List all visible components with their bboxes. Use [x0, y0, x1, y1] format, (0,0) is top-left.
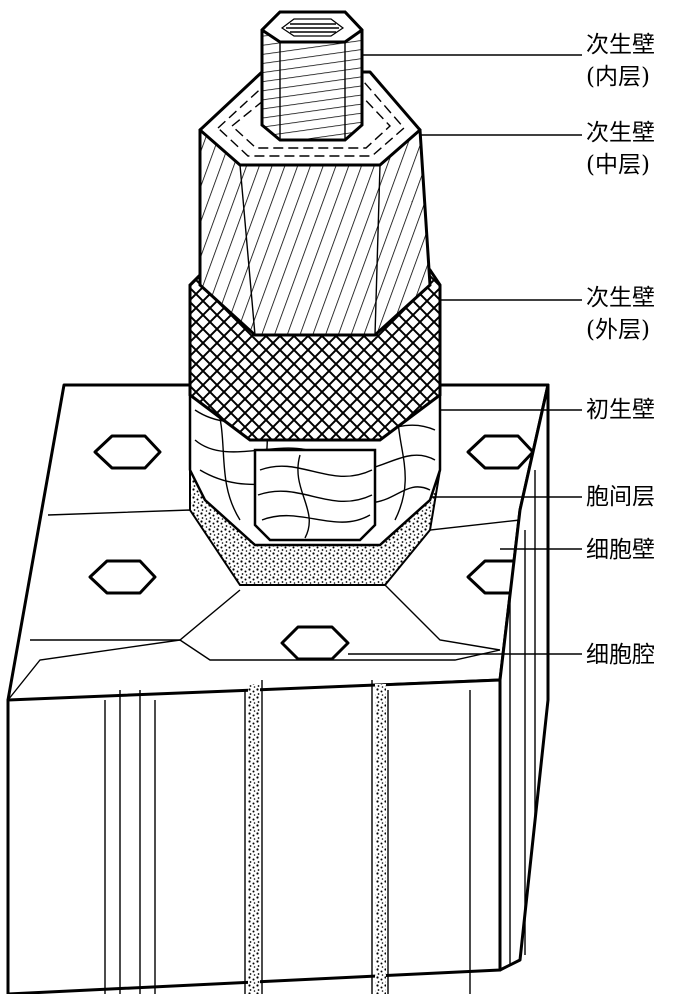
block-front-face	[6, 678, 502, 994]
label-secondary-outer-line1: 次生壁	[586, 285, 655, 311]
label-secondary-middle-line1: 次生壁	[586, 120, 655, 146]
lumen-hex-upper-left	[93, 434, 162, 470]
lumen-hex-upper-right	[466, 434, 535, 470]
labels: 次生壁 (内层) 次生壁 (中层) 次生壁 (外层) 初生壁 胞间层 细胞壁 细…	[586, 32, 655, 668]
label-primary-wall: 初生壁	[586, 397, 655, 423]
label-cell-wall: 细胞壁	[586, 537, 655, 563]
label-secondary-inner-line1: 次生壁	[586, 32, 655, 58]
label-secondary-outer-line2: (外层)	[586, 317, 650, 343]
lumen-hex-center	[280, 625, 350, 661]
lumen-hex-mid-left	[88, 559, 157, 595]
secondary-inner-layer	[260, 10, 364, 142]
label-cell-lumen: 细胞腔	[586, 642, 655, 668]
label-middle-lamella: 胞间层	[586, 484, 655, 510]
block-side-face	[498, 383, 550, 972]
label-secondary-middle-line2: (中层)	[586, 152, 650, 178]
leader-lines	[348, 54, 582, 655]
label-secondary-inner-line2: (内层)	[586, 64, 650, 90]
